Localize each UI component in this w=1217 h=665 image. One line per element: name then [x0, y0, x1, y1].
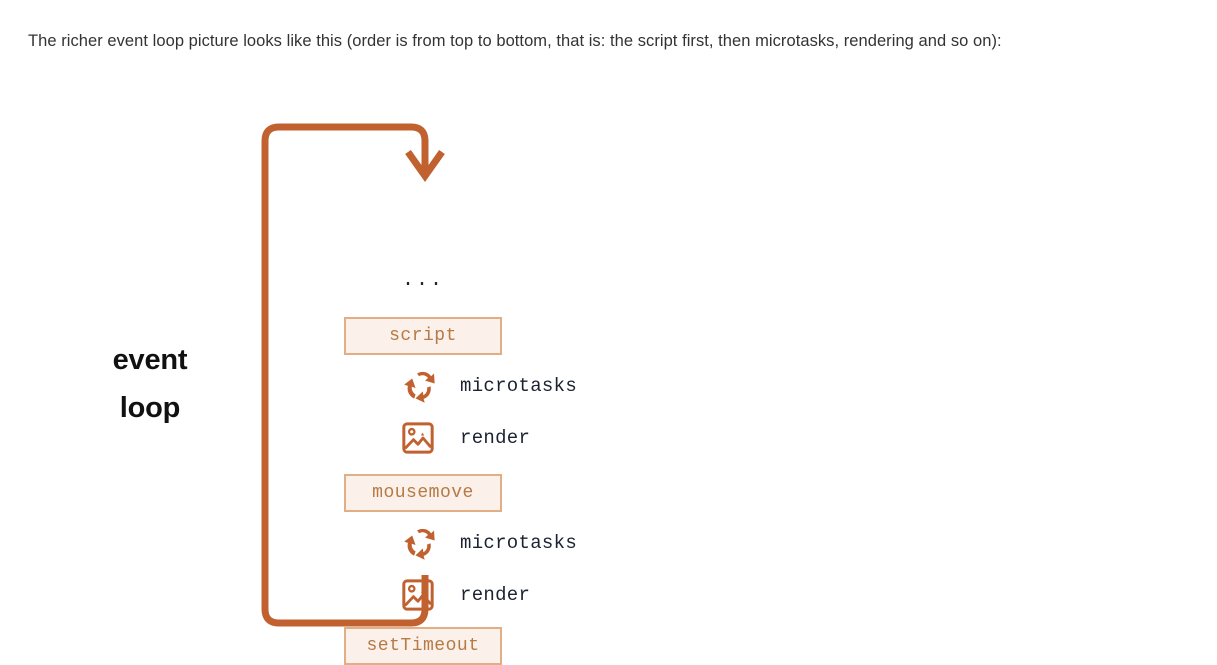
- step-label-render-1: render: [460, 427, 531, 449]
- event-loop-diagram: event loop ... script microtasks render: [0, 96, 700, 665]
- step-label-microtasks-2: microtasks: [460, 532, 578, 554]
- event-loop-label-line1: event: [112, 344, 188, 376]
- arrow-head-icon: [405, 149, 445, 183]
- loop-line: [261, 123, 429, 627]
- task-box-settimeout: setTimeout: [344, 627, 502, 665]
- event-loop-path: [261, 123, 445, 627]
- task-box-mousemove: mousemove: [344, 474, 502, 512]
- step-render-2: render: [398, 573, 530, 617]
- step-render-1: render: [398, 416, 530, 460]
- render-icon: [402, 579, 434, 611]
- intro-paragraph: The richer event loop picture looks like…: [28, 31, 1002, 50]
- event-loop-label: event loop: [60, 336, 240, 432]
- task-box-script: script: [344, 317, 502, 355]
- event-loop-label-line2: loop: [119, 392, 181, 424]
- step-microtasks-2: microtasks: [400, 521, 577, 565]
- ellipsis-label: ...: [401, 269, 444, 292]
- step-microtasks-1: microtasks: [400, 364, 577, 408]
- microtasks-icon: [404, 528, 435, 560]
- microtasks-icon: [404, 371, 435, 403]
- step-label-microtasks-1: microtasks: [460, 375, 578, 397]
- step-label-render-2: render: [460, 584, 531, 606]
- render-icon: [402, 422, 434, 454]
